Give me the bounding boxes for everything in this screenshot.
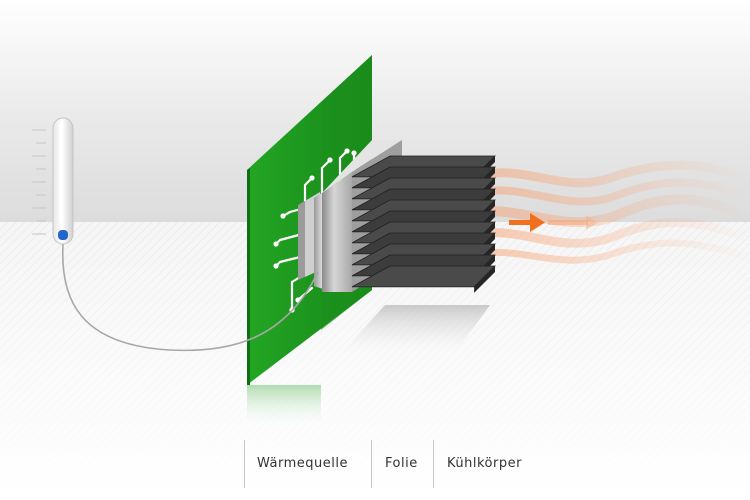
label-heat-source: Wärmequelle	[257, 456, 348, 471]
label-divider	[371, 440, 372, 488]
heatsink-shadow	[335, 305, 490, 360]
label-divider	[433, 440, 434, 488]
heatsink-fins	[351, 155, 496, 293]
sensor-cable	[61, 243, 319, 352]
label-foil: Folie	[385, 456, 418, 471]
heat-waves	[465, 160, 750, 264]
heat-flow-arrow-icon	[509, 213, 598, 232]
label-divider	[244, 440, 245, 488]
pcb-reflection	[247, 385, 321, 430]
component-labels: Wärmequelle Folie Kühlkörper	[0, 440, 750, 488]
heatsink-fin-edge	[474, 266, 495, 293]
thermometer-icon	[32, 117, 74, 245]
label-heatsink: Kühlkörper	[447, 456, 522, 471]
